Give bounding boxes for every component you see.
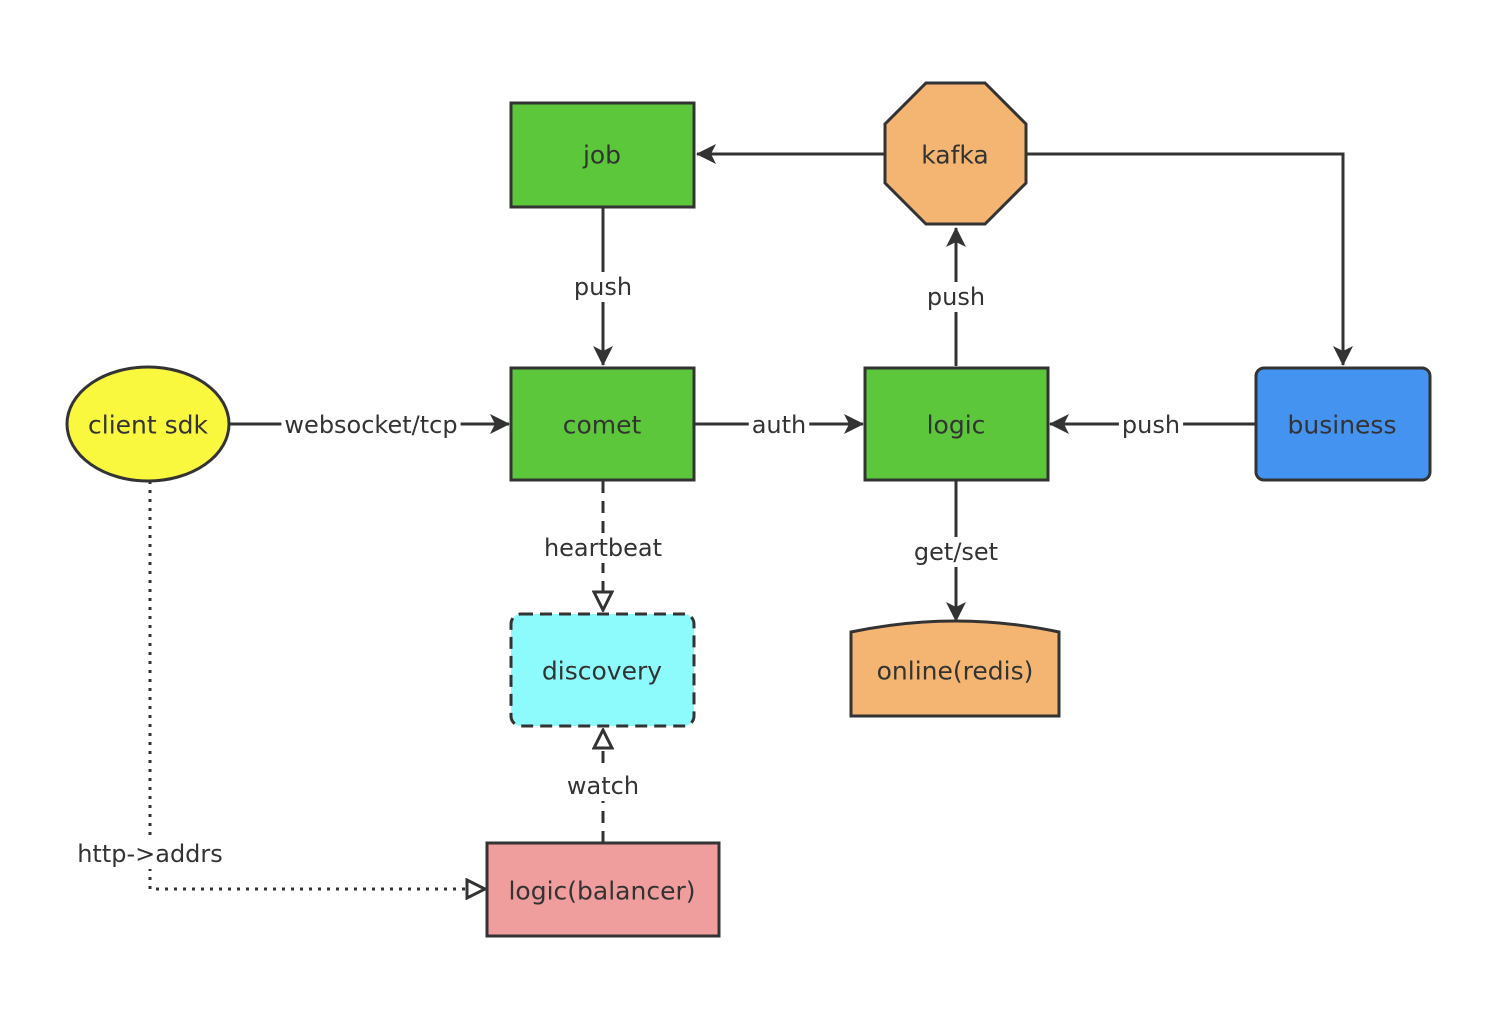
node-online-redis-label: online(redis) xyxy=(877,657,1034,686)
edge-label-balancer-to-discovery-text: watch xyxy=(567,772,639,800)
node-kafka-shape xyxy=(883,81,1028,226)
node-comet[interactable]: comet xyxy=(509,366,696,482)
node-online-redis-shape xyxy=(849,619,1061,718)
edge-client-to-balancer xyxy=(148,481,485,889)
node-comet-shape xyxy=(509,366,696,482)
node-logic[interactable]: logic xyxy=(863,366,1050,482)
node-discovery-shape xyxy=(509,612,696,728)
edge-label-business-to-logic: push xyxy=(1118,410,1184,440)
node-kafka-label: kafka xyxy=(921,141,989,170)
edge-label-job-to-comet-text: push xyxy=(574,273,632,301)
node-job-shape xyxy=(509,101,696,209)
edge-label-client-to-comet-text: websocket/tcp xyxy=(284,411,457,439)
edge-label-client-to-comet: websocket/tcp xyxy=(281,410,461,440)
edge-label-logic-to-redis-text: get/set xyxy=(914,538,998,566)
node-client-sdk-label: client sdk xyxy=(88,411,209,440)
edge-label-comet-to-discovery: heartbeat xyxy=(540,533,666,563)
node-business[interactable]: business xyxy=(1254,366,1432,482)
edge-label-comet-to-logic-text: auth xyxy=(752,411,807,439)
edge-kafka-to-business xyxy=(1026,152,1353,366)
node-logic-balancer-label: logic(balancer) xyxy=(508,877,695,906)
node-business-label: business xyxy=(1288,411,1397,440)
node-job-label: job xyxy=(582,141,621,170)
edge-label-comet-to-logic: auth xyxy=(748,410,810,440)
node-logic-balancer-shape xyxy=(485,841,721,938)
edge-label-job-to-comet: push xyxy=(570,272,636,302)
node-online-redis[interactable]: online(redis) xyxy=(849,619,1061,718)
node-logic-label: logic xyxy=(927,411,986,440)
edge-label-logic-to-redis: get/set xyxy=(910,537,1002,567)
node-logic-shape xyxy=(863,366,1050,482)
edge-label-logic-to-kafka: push xyxy=(923,282,989,312)
edge-labels: push push websocket/tcp auth push heartb… xyxy=(74,272,1184,869)
edge-label-client-to-balancer: http->addrs xyxy=(74,839,226,869)
node-discovery-label: discovery xyxy=(542,657,662,686)
connectors xyxy=(148,144,1353,889)
nodes: job kafka client sdk comet logic busines… xyxy=(65,81,1432,938)
node-job[interactable]: job xyxy=(509,101,696,209)
node-client-sdk[interactable]: client sdk xyxy=(65,365,231,483)
edge-label-business-to-logic-text: push xyxy=(1122,411,1180,439)
node-kafka[interactable]: kafka xyxy=(883,81,1028,226)
node-discovery[interactable]: discovery xyxy=(509,612,696,728)
edge-label-client-to-balancer-text: http->addrs xyxy=(77,840,223,868)
edge-label-comet-to-discovery-text: heartbeat xyxy=(544,534,662,562)
node-business-shape xyxy=(1254,366,1432,482)
edge-label-logic-to-kafka-text: push xyxy=(927,283,985,311)
node-logic-balancer[interactable]: logic(balancer) xyxy=(485,841,721,938)
edge-label-balancer-to-discovery: watch xyxy=(563,771,643,801)
node-comet-label: comet xyxy=(563,411,642,440)
node-client-sdk-shape xyxy=(65,365,231,483)
